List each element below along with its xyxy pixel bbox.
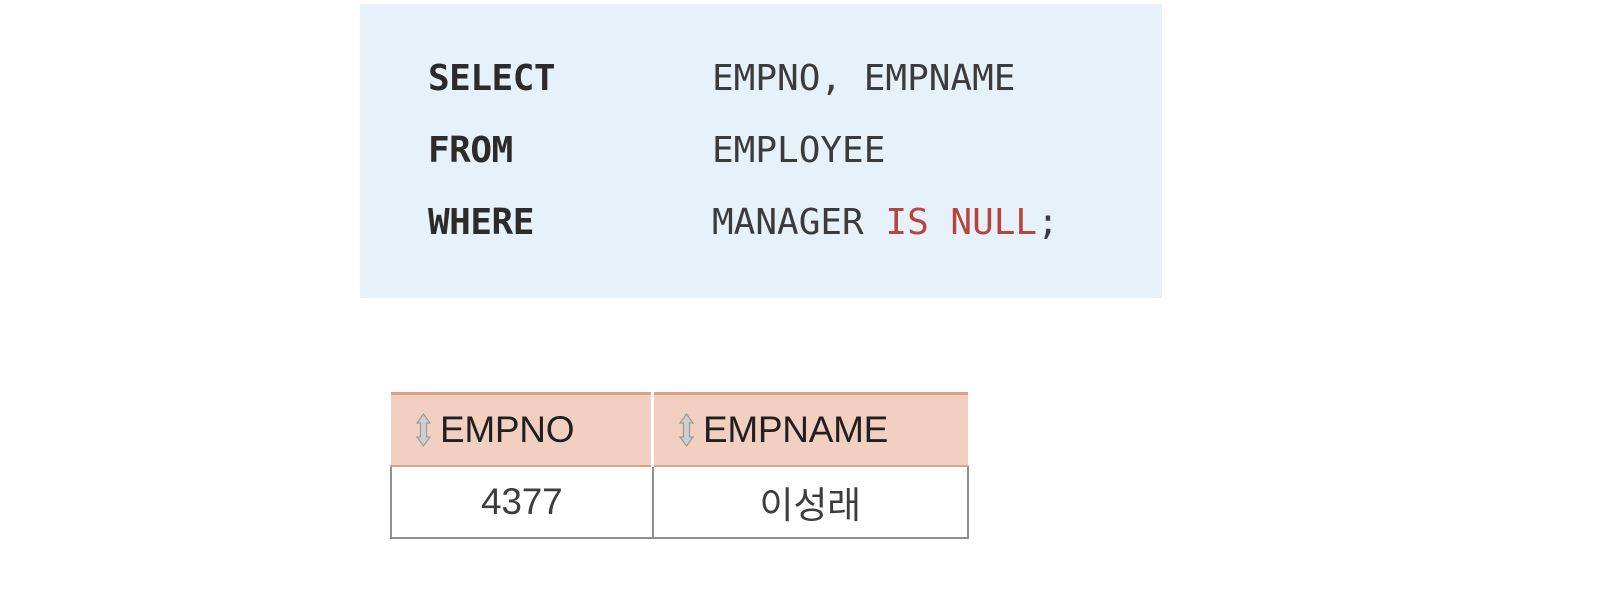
sql-keyword-select: SELECT [428,58,556,99]
cell-empname: 이성래 [651,466,969,539]
sql-statement-terminator: ; [1037,202,1059,243]
sort-updown-icon[interactable] [678,413,695,447]
cell-empno: 4377 [390,466,654,539]
result-grid: EMPNO EMPNAME 4377 이성래 [390,392,969,539]
sql-operand-where: MANAGER [712,202,886,243]
sql-line-where: WHERE MANAGER IS NULL; [428,194,1059,252]
result-grid-header: EMPNO EMPNAME [391,392,968,467]
sql-keyword-where: WHERE [428,202,534,243]
column-header-empno-inner: EMPNO [391,409,651,451]
table-row[interactable]: 4377 이성래 [390,466,969,539]
sql-operand-select: EMPNO, EMPNAME [712,58,1016,99]
column-header-empno[interactable]: EMPNO [391,392,654,467]
column-header-empname-label: EMPNAME [703,409,888,450]
sql-operand-from: EMPLOYEE [712,130,886,171]
result-grid-body: 4377 이성래 [390,466,969,539]
sql-line-from: FROM EMPLOYEE [428,122,1059,180]
column-header-empname[interactable]: EMPNAME [652,392,968,467]
table-header-row: EMPNO EMPNAME [391,392,968,467]
sql-code-lines: SELECT EMPNO, EMPNAME FROM EMPLOYEE WHER… [428,50,1059,252]
sql-keyword-from: FROM [428,130,513,171]
column-header-empno-label: EMPNO [440,409,575,450]
column-header-empname-inner: EMPNAME [654,409,968,451]
sort-updown-icon[interactable] [415,413,432,447]
sql-code-block: SELECT EMPNO, EMPNAME FROM EMPLOYEE WHER… [360,4,1162,298]
sql-line-select: SELECT EMPNO, EMPNAME [428,50,1059,108]
sql-null-predicate: IS NULL [885,202,1038,243]
